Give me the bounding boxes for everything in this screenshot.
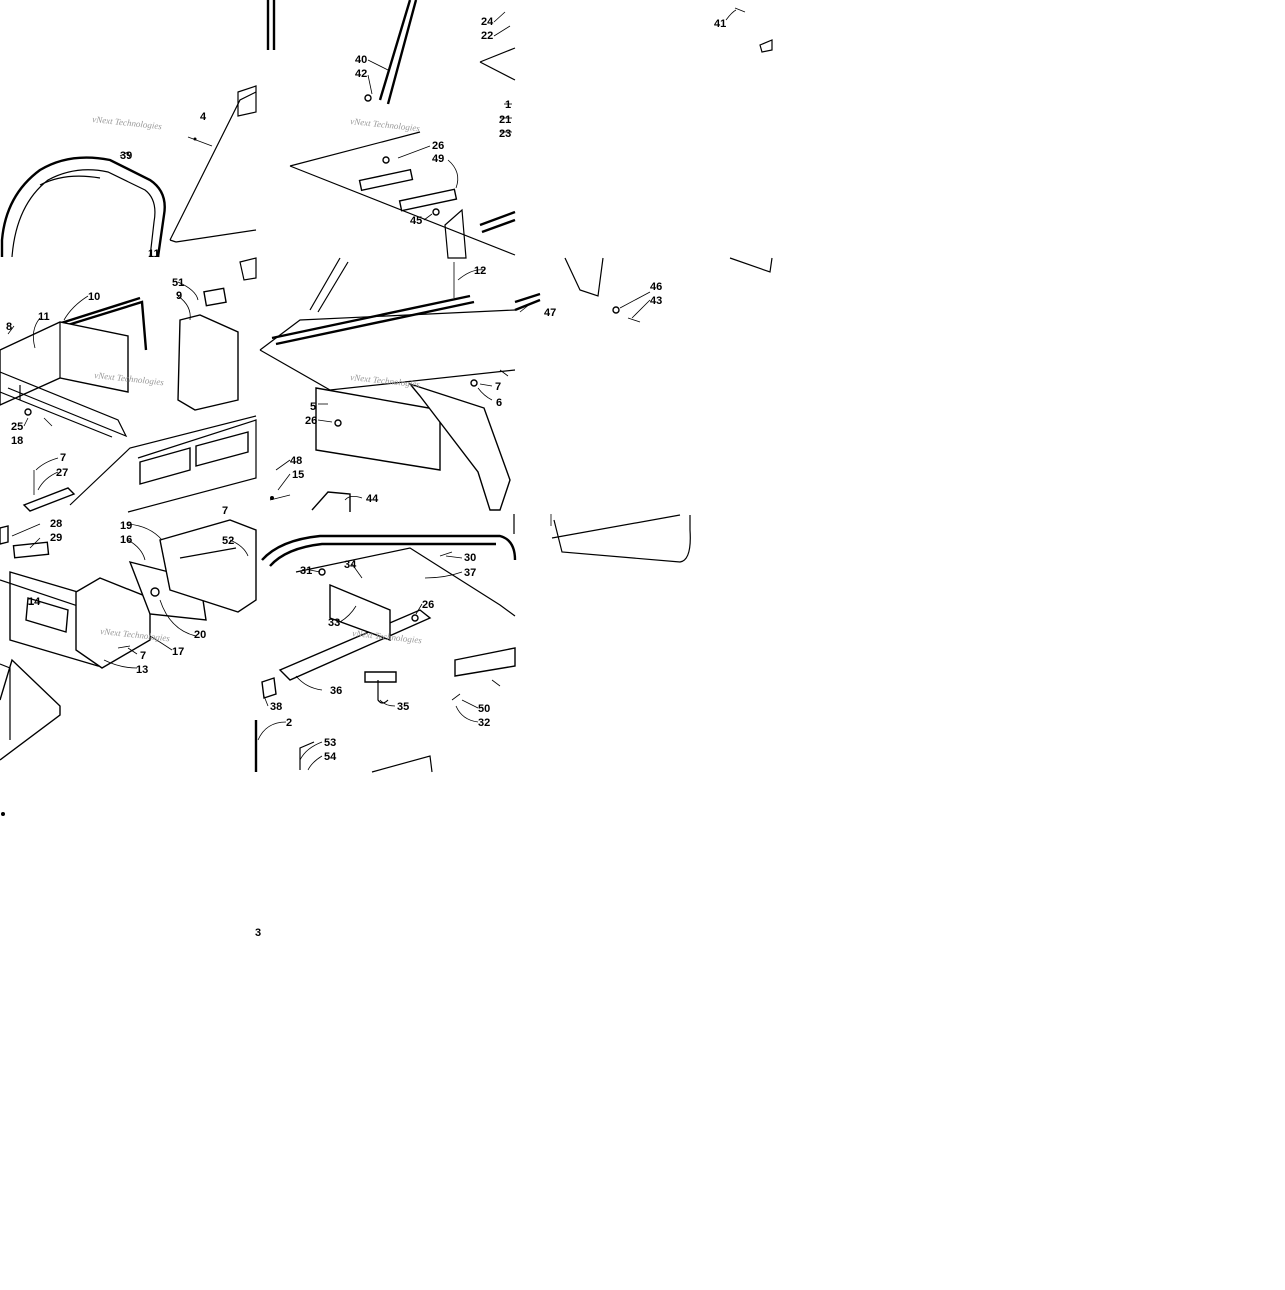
callout-13: 13 [136, 664, 148, 676]
callout-15: 15 [292, 469, 304, 481]
callout-44: 44 [366, 493, 379, 505]
callout-7: 7 [60, 452, 66, 464]
callout-26: 26 [305, 415, 317, 427]
callout-48: 48 [290, 455, 302, 467]
seat-back-cushion [0, 156, 166, 258]
callout-2: 2 [286, 717, 292, 729]
rear-bumper-frame [261, 534, 517, 773]
callout-28: 28 [50, 518, 62, 530]
callout-51: 51 [172, 277, 184, 289]
callout-39: 39 [120, 150, 132, 162]
callout-30: 30 [464, 552, 476, 564]
callout-11: 11 [38, 311, 50, 323]
callout-11: 11 [148, 248, 160, 260]
seat-support-panel [169, 85, 257, 243]
seat-frame-beam [0, 321, 129, 438]
callout-49: 49 [432, 153, 444, 165]
callout-18: 18 [11, 435, 23, 447]
callout-3-fragment: 3 [255, 927, 261, 939]
callout-41: 41 [714, 18, 726, 30]
callout-16: 16 [120, 534, 132, 546]
callout-38: 38 [270, 701, 282, 713]
callout-43: 43 [650, 295, 662, 307]
callout-14: 14 [28, 596, 41, 608]
backrest-tube [266, 0, 418, 105]
callout-7: 7 [140, 650, 146, 662]
floor-pan [259, 257, 516, 511]
callout-12: 12 [474, 265, 486, 277]
callout-8: 8 [6, 321, 12, 333]
callout-45: 45 [410, 215, 422, 227]
callout-27: 27 [56, 467, 68, 479]
callout-4-fragment: 4 [200, 111, 207, 123]
side-panel [69, 314, 257, 513]
callout-21: 21 [499, 114, 511, 126]
callout-54: 54 [324, 751, 337, 763]
callout-26: 26 [422, 599, 434, 611]
callout-1: 1 [505, 99, 511, 111]
watermark: vNext Technologies [92, 114, 163, 131]
callout-7: 7 [222, 505, 228, 517]
callout-23: 23 [499, 128, 511, 140]
tail-light-housing [0, 519, 257, 761]
callout-46: 46 [650, 281, 662, 293]
callout-22: 22 [481, 30, 493, 42]
callout-34: 34 [344, 559, 357, 571]
callout-36: 36 [330, 685, 342, 697]
callout-19: 19 [120, 520, 132, 532]
watermark: vNext Technologies [350, 116, 421, 133]
callout-33: 33 [328, 617, 340, 629]
callout-6: 6 [496, 397, 502, 409]
callout-9: 9 [176, 290, 182, 302]
callout-31: 31 [300, 565, 312, 577]
callout-25: 25 [11, 421, 23, 433]
callout-52: 52 [222, 535, 234, 547]
callout-32: 32 [478, 717, 490, 729]
leader-lines [7, 9, 737, 771]
callout-29: 29 [50, 532, 62, 544]
callout-20: 20 [194, 629, 206, 641]
callout-24: 24 [481, 16, 494, 28]
callout-53: 53 [324, 737, 336, 749]
callout-10: 10 [88, 291, 100, 303]
callout-40: 40 [355, 54, 367, 66]
callout-7: 7 [495, 381, 501, 393]
callout-37: 37 [464, 567, 476, 579]
callout-26: 26 [432, 140, 444, 152]
callout-42: 42 [355, 68, 367, 80]
callout-47: 47 [544, 307, 556, 319]
callout-50: 50 [478, 703, 490, 715]
callout-35: 35 [397, 701, 409, 713]
callout-labels: 39 11 40 42 24 22 1 21 23 26 49 45 41 12… [6, 16, 726, 939]
callout-5: 5 [310, 401, 316, 413]
callout-17: 17 [172, 646, 184, 658]
